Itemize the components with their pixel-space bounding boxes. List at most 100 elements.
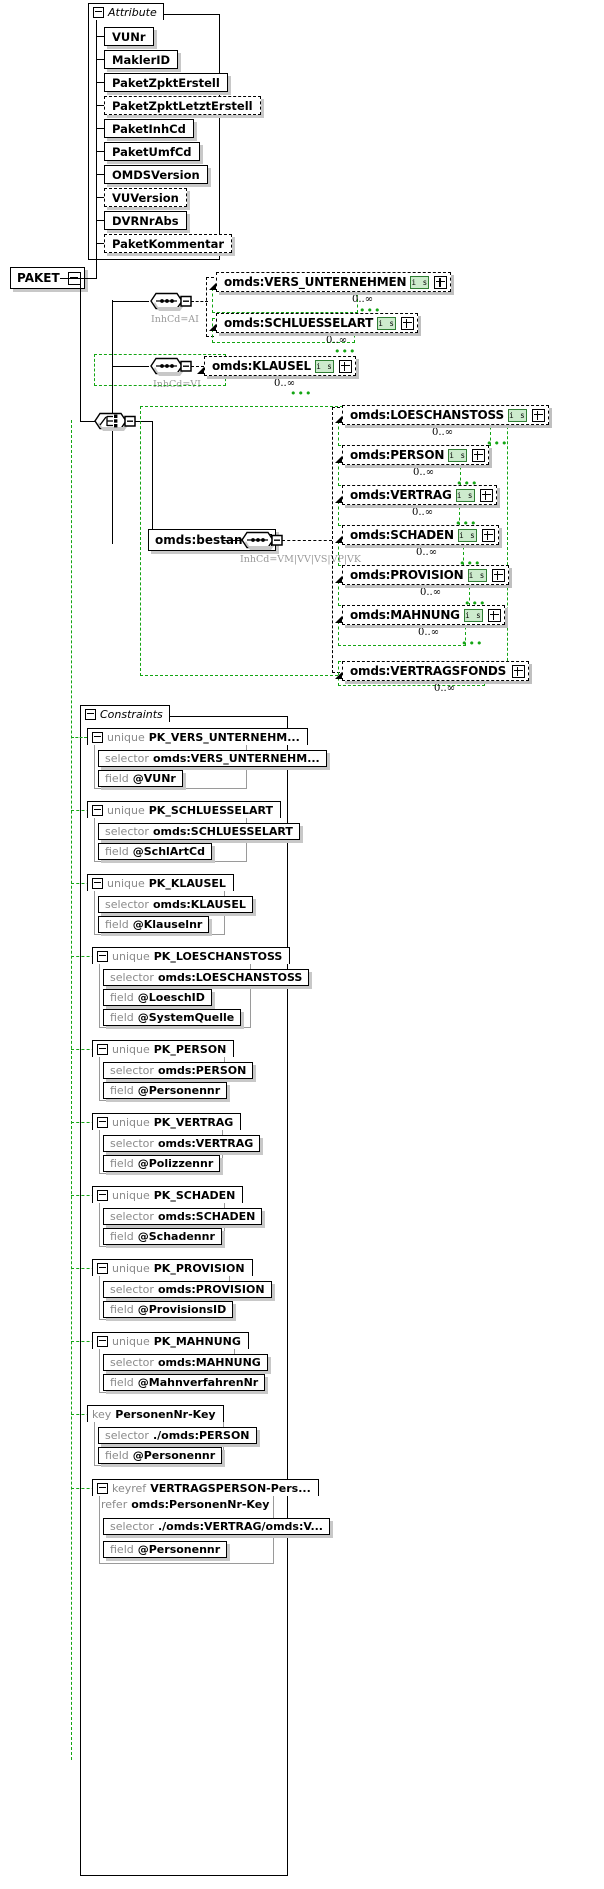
constraint-header-11[interactable]: keyref VERTRAGSPERSON-Pers... [92, 1479, 319, 1496]
constraint-field-row[interactable]: field @Personennr [103, 1541, 228, 1558]
element-vers-unternehmen[interactable]: omds:VERS_UNTERNEHMEN i s [216, 272, 452, 292]
constraint-selector-row[interactable]: selector omds:SCHADEN [103, 1208, 263, 1225]
constraint-header-9[interactable]: unique PK_MAHNUNG [92, 1332, 249, 1349]
refer-value: omds:PersonenNr-Key [131, 1498, 270, 1511]
element-provision[interactable]: omds:PROVISION i s [342, 565, 509, 585]
constraint-selector-row[interactable]: selector omds:SCHLUESSELART [98, 823, 300, 840]
connector-sequence-ai[interactable] [148, 290, 192, 312]
type-indicator-icon: i s [467, 568, 487, 582]
attribute-paketzpkterstell[interactable]: PaketZpktErstell [104, 73, 228, 92]
collapse-icon[interactable] [97, 1335, 108, 1347]
constraint-field-row[interactable]: field @LoeschID [103, 989, 212, 1006]
constraint-field-row[interactable]: field @Personennr [98, 1447, 223, 1464]
green-dots: ••• [334, 345, 357, 358]
collapse-icon[interactable] [97, 1189, 108, 1201]
constraint-selector-row[interactable]: selector ./omds:PERSON [98, 1427, 257, 1444]
constraint-field-row[interactable]: field @SchlArtCd [98, 843, 212, 860]
attribute-paketkommentar[interactable]: PaketKommentar [104, 234, 233, 253]
expand-icon[interactable] [338, 359, 352, 373]
collapse-icon[interactable] [93, 6, 104, 18]
element-klausel[interactable]: omds:KLAUSEL i s [204, 356, 356, 376]
constraint-selector-row[interactable]: selector omds:KLAUSEL [98, 896, 253, 913]
occurrence-vers-unternehmen: 0..∞ [352, 294, 374, 305]
constraint-header-2[interactable]: unique PK_SCHLUESSELART [87, 801, 281, 818]
element-schaden[interactable]: omds:SCHADEN i s [342, 525, 499, 545]
constraints-green-link-h11 [71, 1488, 100, 1489]
constraint-selector-row[interactable]: selector omds:VERTRAG [103, 1135, 261, 1152]
attribute-paketumfcd[interactable]: PaketUmfCd [104, 142, 200, 161]
attribute-paketinhcd[interactable]: PaketInhCd [104, 119, 194, 138]
element-loeschanstoss[interactable]: omds:LOESCHANSTOSS i s [342, 405, 549, 425]
element-mahnung[interactable]: omds:MAHNUNG i s [342, 605, 505, 625]
attribute-group-tab[interactable]: Attribute [88, 3, 164, 20]
constraint-header-7[interactable]: unique PK_SCHADEN [92, 1186, 244, 1203]
connector-sequence-vi[interactable] [148, 355, 192, 377]
constraint-selector-row[interactable]: selector omds:LOESCHANSTOSS [103, 969, 310, 986]
collapse-icon[interactable] [97, 1116, 108, 1128]
expand-icon[interactable] [479, 488, 493, 502]
constraint-selector-row[interactable]: selector omds:PERSON [103, 1062, 254, 1079]
expand-icon[interactable] [531, 408, 545, 422]
constraint-field-row[interactable]: field @Schadennr [103, 1228, 222, 1245]
constraint-selector-row[interactable]: selector omds:VERS_UNTERNEHM... [98, 750, 327, 767]
constraint-header-5[interactable]: unique PK_PERSON [92, 1040, 235, 1057]
collapse-icon[interactable] [97, 1482, 108, 1494]
attribute-vuversion[interactable]: VUVersion [104, 188, 187, 207]
constraint-selector-row[interactable]: selector omds:MAHNUNG [103, 1354, 268, 1371]
collapse-icon[interactable] [92, 731, 103, 743]
collapse-icon[interactable] [85, 708, 96, 720]
attr-stub [96, 36, 104, 38]
element-vertragsfonds[interactable]: omds:VERTRAGSFONDS [342, 661, 530, 681]
expand-icon[interactable] [487, 608, 501, 622]
constraint-kind: unique [112, 1261, 150, 1275]
constraint-header-8[interactable]: unique PK_PROVISION [92, 1259, 253, 1276]
constraint-header-4[interactable]: unique PK_LOESCHANSTOSS [92, 947, 291, 964]
expand-icon[interactable] [491, 568, 505, 582]
selector-keyword: selector [110, 1356, 154, 1369]
expand-icon[interactable] [434, 275, 448, 289]
element-vertrag[interactable]: omds:VERTRAG i s [342, 485, 497, 505]
attribute-maklerid[interactable]: MaklerID [104, 50, 179, 69]
constraint-field-row[interactable]: field @Klauselnr [98, 916, 210, 933]
constraint-field-row[interactable]: field @ProvisionsID [103, 1301, 234, 1318]
collapse-icon[interactable] [97, 950, 108, 962]
constraint-field-row[interactable]: field @VUNr [98, 770, 183, 787]
constraint-header-10[interactable]: key PersonenNr-Key [87, 1405, 224, 1422]
attribute-dvrnrabs[interactable]: DVRNrAbs [104, 211, 187, 230]
constraint-selector-row[interactable]: selector ./omds:VERTRAG/omds:V... [103, 1518, 330, 1535]
attribute-vunr[interactable]: VUNr [104, 27, 154, 46]
collapse-icon[interactable] [92, 804, 103, 816]
constraint-field-row[interactable]: field @Personennr [103, 1082, 228, 1099]
constraint-field-row[interactable]: field @SystemQuelle [103, 1009, 242, 1026]
collapse-icon[interactable] [97, 1043, 108, 1055]
constraint-selector-row[interactable]: selector omds:PROVISION [103, 1281, 272, 1298]
element-label: omds:PROVISION [350, 568, 464, 582]
constraint-header-6[interactable]: unique PK_VERTRAG [92, 1113, 242, 1130]
attribute-paketzpktletzterstell[interactable]: PaketZpktLetztErstell [104, 96, 261, 115]
field-value: @Schadennr [137, 1230, 215, 1243]
expand-icon[interactable] [472, 448, 486, 462]
field-keyword: field [110, 1303, 134, 1316]
expand-icon[interactable] [401, 316, 415, 330]
connector-choice-root[interactable] [92, 410, 136, 432]
constraint-name: PK_LOESCHANSTOSS [153, 949, 283, 963]
constraint-header-1[interactable]: unique PK_VERS_UNTERNEHM... [87, 728, 308, 745]
element-label: omds:SCHLUESSELART [224, 316, 374, 330]
element-person[interactable]: omds:PERSON i s [342, 445, 490, 465]
field-keyword: field [110, 1543, 134, 1556]
collapse-icon[interactable] [97, 1262, 108, 1274]
constraint-header-3[interactable]: unique PK_KLAUSEL [87, 874, 234, 891]
occurrence-schluesselart: 0..∞ [326, 335, 348, 346]
constraint-field-row[interactable]: field @Polizzennr [103, 1155, 221, 1172]
expand-icon[interactable] [512, 664, 526, 678]
attribute-omdsversion[interactable]: OMDSVersion [104, 165, 208, 184]
constraint-field-row[interactable]: field @MahnverfahrenNr [103, 1374, 266, 1391]
collapse-icon[interactable] [92, 877, 103, 889]
constraints-group-tab[interactable]: Constraints [80, 705, 170, 722]
connector-sequence-bestand[interactable] [239, 529, 283, 551]
occurrence-klausel: 0..∞ [274, 378, 296, 389]
constraint-name: PK_PROVISION [153, 1261, 245, 1275]
element-schluesselart[interactable]: omds:SCHLUESSELART i s [216, 313, 419, 333]
expand-icon[interactable] [481, 528, 495, 542]
